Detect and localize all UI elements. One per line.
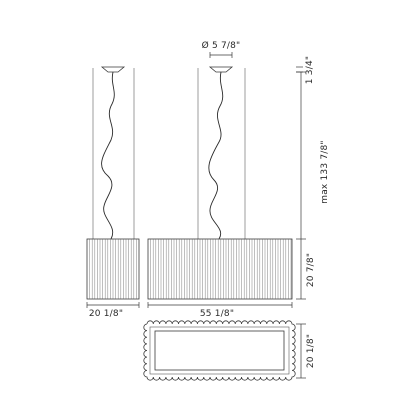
dimension-max-drop: max 133 7/8" <box>296 71 330 240</box>
large-shade <box>147 238 293 300</box>
dimension-top-view-depth: 20 1/8" <box>296 323 316 379</box>
shade-height-label: 20 7/8" <box>306 253 316 287</box>
canopy-height-label: 1 3/4" <box>305 56 315 84</box>
max-drop-label: max 133 7/8" <box>320 140 330 204</box>
small-power-cable <box>101 71 115 240</box>
large-canopy <box>208 66 234 73</box>
top-view-scalloped-edge <box>143 320 296 381</box>
dimension-large-shade-width: 55 1/8" <box>147 302 293 319</box>
small-shade-width-label: 20 1/8" <box>89 309 123 319</box>
small-shade-pleats <box>89 239 137 299</box>
large-pendant <box>147 66 293 300</box>
dimension-canopy-height: 1 3/4" <box>296 56 315 84</box>
top-view-depth-label: 20 1/8" <box>306 334 316 368</box>
top-view-inner-rect <box>154 330 285 371</box>
small-canopy <box>100 66 126 73</box>
small-pendant <box>86 66 140 300</box>
dimension-shade-height: 20 7/8" <box>296 239 316 300</box>
dimension-canopy-diameter: Ø 5 7/8" <box>202 40 241 58</box>
dimension-small-shade-width: 20 1/8" <box>86 302 140 319</box>
large-power-cable <box>208 71 224 240</box>
small-shade <box>86 238 140 300</box>
large-shade-pleats <box>150 239 292 299</box>
top-view <box>143 320 296 381</box>
canopy-diameter-label: Ø 5 7/8" <box>202 40 241 51</box>
large-shade-width-label: 55 1/8" <box>200 309 234 319</box>
